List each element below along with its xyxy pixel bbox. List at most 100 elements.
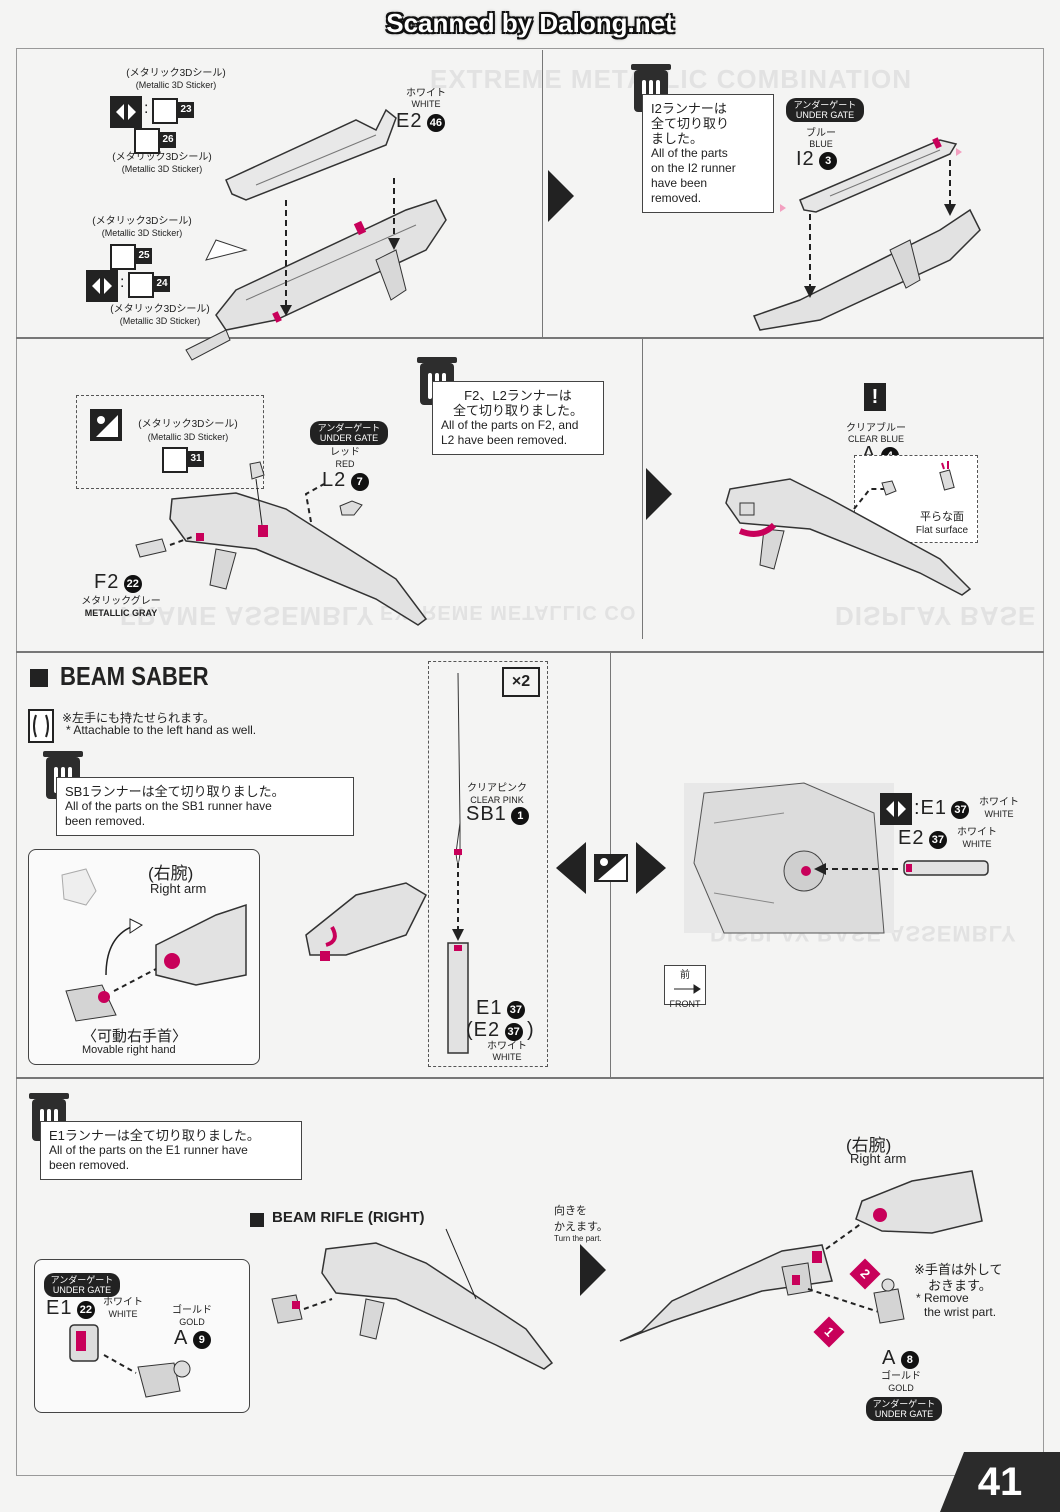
mirror-icon (880, 793, 912, 825)
color-label-jp: メタリックグレー (81, 596, 161, 607)
turn-en: Turn the part. (554, 1234, 602, 1243)
note-jp: E1ランナーは全て切り取りました。 (49, 1128, 260, 1143)
part-callout: SB1 1 (466, 803, 530, 826)
colon-text: : (120, 274, 125, 291)
part-callout: E1 22 (46, 1297, 95, 1320)
color-label-en: GOLD (888, 1383, 914, 1393)
row2-left-panel: (メタリック3Dシール) (Metallic 3D Sticker) 31 アン… (16, 339, 642, 639)
right-arm-label-jp: (右腕) (148, 864, 194, 883)
sticker-label-en: (Metallic 3D Sticker) (121, 164, 203, 174)
sticker-number-23: 23 (178, 102, 194, 118)
warning-icon: ! (864, 383, 886, 411)
color-label-jp: ホワイト (979, 797, 1019, 808)
color-label-jp: ゴールド (881, 1371, 921, 1382)
part-code: I2 (796, 148, 815, 170)
part-callout: (E2 37 ) (466, 1019, 535, 1042)
right-arm-label-en: Right arm (150, 881, 207, 896)
color-label-jp: ゴールド (172, 1305, 212, 1316)
part-callout: E1 37 (476, 997, 525, 1020)
assembly-illustration (619, 1170, 983, 1342)
section-marker (250, 1213, 264, 1227)
arm-closeup-illustration (684, 782, 894, 934)
part-code: SB1 (466, 803, 507, 825)
saber-detail-box (428, 661, 548, 1067)
note-jp: ました。 (651, 131, 704, 146)
mirror-icon (110, 96, 142, 128)
beam-rifle-illustration (725, 478, 972, 596)
sticker-number-31: 31 (188, 451, 204, 467)
note-en: removed. (651, 191, 702, 205)
color-label-en: METALLIC GRAY (84, 608, 158, 618)
part-code: E1 (46, 1297, 73, 1319)
sticker-label-en: (Metallic 3D Sticker) (119, 316, 201, 326)
part-code: L2 (322, 469, 347, 491)
beam-rifle-illustration (271, 1228, 554, 1370)
part-number: 22 (123, 574, 142, 593)
runner-removed-note: F2、L2ランナーは 全て切り取りました。 All of the parts o… (432, 381, 604, 455)
beam-rifle-label: BEAM RIFLE (RIGHT) (272, 1209, 425, 1226)
note-en: have been (651, 176, 708, 190)
part-callout: :E1 37 (914, 797, 970, 820)
beam-saber-illustration (447, 672, 469, 1054)
color-label-jp: ホワイト (957, 827, 997, 838)
sticker-icon (128, 272, 154, 298)
beam-rifle-illustration (185, 108, 447, 361)
part-callout: A 8 (882, 1347, 919, 1370)
part-number: 37 (951, 800, 970, 819)
part-number: 37 (504, 1022, 523, 1041)
runner-removed-note: I2ランナーは 全て切り取り ました。 All of the parts on … (642, 94, 774, 213)
front-indicator: 前 FRONT (664, 965, 706, 1009)
sticker-label-jp: (メタリック3Dシール) (126, 68, 226, 79)
color-label-jp: ホワイト (103, 1297, 143, 1308)
gate-jp: アンダーゲート (872, 1399, 936, 1409)
part-code: E2 (396, 110, 423, 132)
part-code: (E2 (466, 1019, 501, 1041)
sticker-icon (134, 128, 160, 154)
row3-right-panel: :E1 37 ホワイト WHITE E2 37 ホワイト WHITE 前 FRO… (612, 653, 1042, 1077)
colon-text: : (144, 100, 149, 117)
row4-left-panel: E1ランナーは全て切り取りました。 All of the parts on th… (16, 1079, 610, 1473)
section-title: BEAM SABER (60, 661, 209, 691)
note-jp: 全て切り取りました。 (452, 403, 583, 418)
step-arrow-right (646, 468, 672, 520)
sticker-icon (152, 98, 178, 124)
page-number: 41 (940, 1452, 1060, 1512)
row2-right-panel: ! クリアブルー CLEAR BLUE A 4 平らな面 Flat surfac… (690, 339, 1042, 639)
row-divider-3 (16, 1077, 1044, 1079)
sticker-number-26: 26 (160, 132, 176, 148)
part-callout: F2 22 (94, 571, 142, 594)
part-number: 46 (426, 113, 445, 132)
turn-jp: 向きを (554, 1205, 587, 1217)
step-arrow-right (548, 170, 574, 222)
sticker-application-icon (90, 409, 122, 441)
color-label-en: GOLD (179, 1317, 205, 1327)
front-en: FRONT (669, 999, 701, 1009)
under-gate-badge: アンダーゲート UNDER GATE (44, 1273, 120, 1297)
remove-wrist-note-en: the wrist part. (924, 1305, 997, 1319)
row1-right-panel: I2ランナーは 全て切り取り ました。 All of the parts on … (600, 50, 1042, 337)
part-callout: L2 7 (322, 469, 369, 492)
right-arm-label-jp: (右腕) (846, 1136, 892, 1155)
column-divider-2 (642, 339, 643, 639)
arm-illustration (305, 882, 427, 961)
remove-wrist-note-jp: おきます。 (928, 1278, 992, 1293)
note-en: All of the parts on the E1 runner have (49, 1143, 248, 1157)
runner-removed-note: SB1ランナーは全て切り取りました。 All of the parts on t… (56, 777, 354, 836)
under-gate-badge: アンダーゲート UNDER GATE (866, 1397, 942, 1421)
color-label-en: BLUE (809, 139, 833, 149)
part-code: E2 (898, 827, 925, 849)
sticker-label-en: (Metallic 3D Sticker) (147, 432, 229, 442)
note-jp: SB1ランナーは全て切り取りました。 (65, 784, 285, 799)
sticker-label-en: (Metallic 3D Sticker) (101, 228, 183, 238)
movable-hand-label-en: Movable right hand (82, 1044, 176, 1056)
color-label-en: CLEAR PINK (470, 795, 524, 805)
sticker-icon (110, 244, 136, 270)
gate-jp: アンダーゲート (317, 423, 381, 433)
color-label-jp: クリアブルー (846, 423, 906, 434)
row3-left-panel: BEAM SABER ※左手にも持たせられます。 * Attachable to… (16, 653, 610, 1077)
flat-surface-jp: 平らな面 (920, 511, 964, 523)
left-hand-note-en: * Attachable to the left hand as well. (66, 723, 257, 737)
under-gate-badge: アンダーゲート UNDER GATE (786, 98, 864, 122)
sticker-label-jp: (メタリック3Dシール) (138, 419, 238, 430)
flat-surface-en: Flat surface (915, 525, 969, 536)
